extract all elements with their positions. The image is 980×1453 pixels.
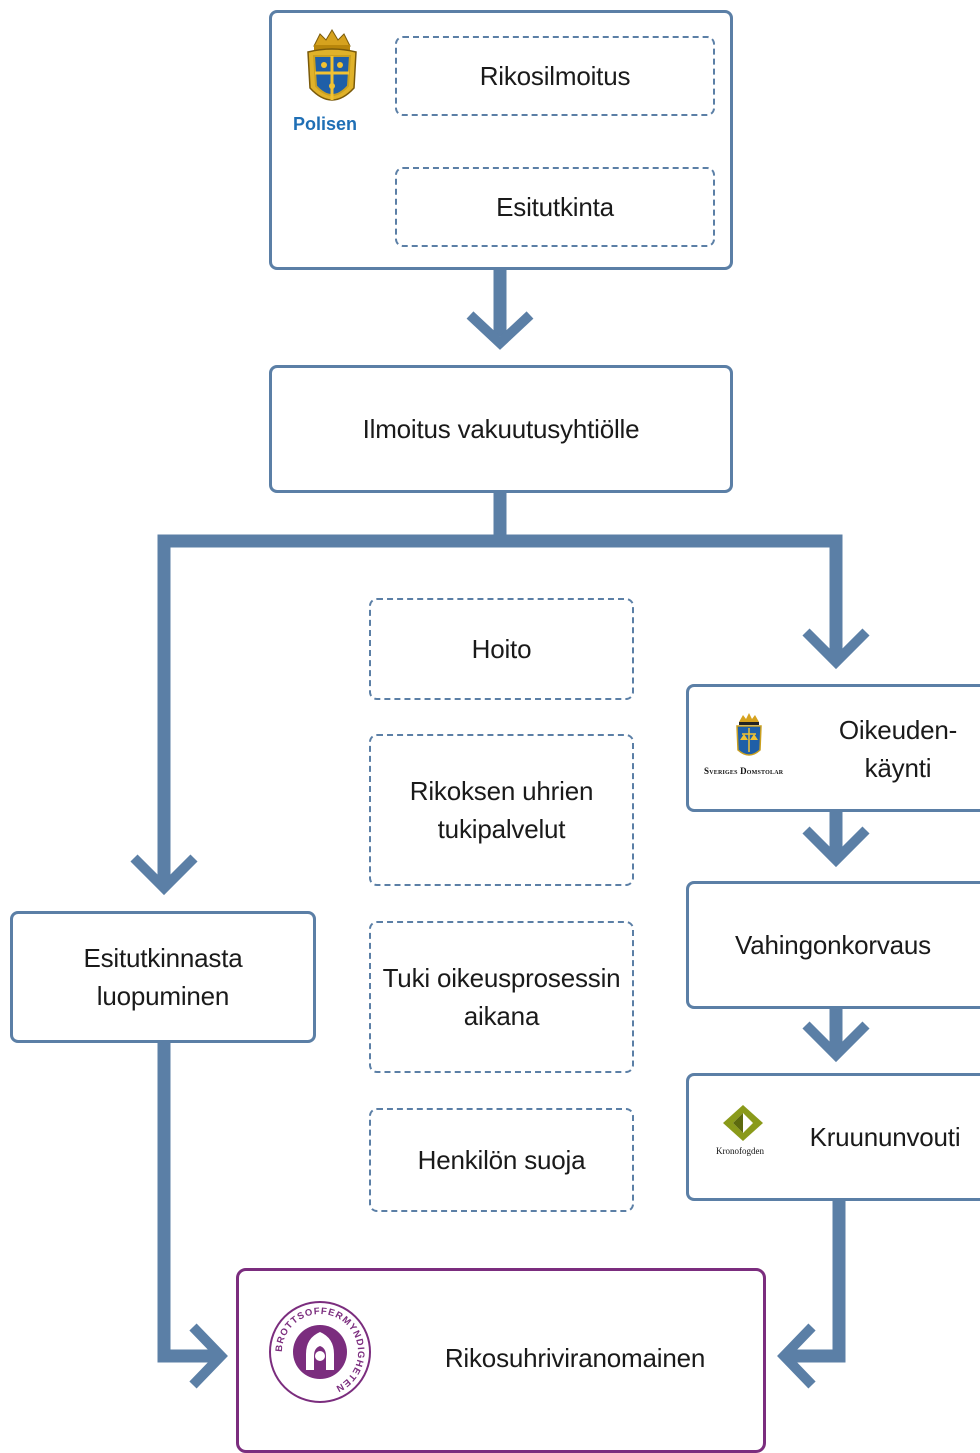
victim-services-label: Rikoksen uhrien tukipalvelut <box>409 776 594 844</box>
protection-box <box>369 1108 634 1212</box>
damages-box <box>686 881 980 1009</box>
protection-label: Henkilön suoja <box>417 1145 586 1175</box>
connector-dropped-victim <box>157 1042 215 1363</box>
insurance-label: Ilmoitus vakuutusyhtiölle <box>362 414 640 444</box>
connector-split-branches <box>157 534 843 881</box>
arrow-to-victim-right <box>777 1323 816 1389</box>
arrow-to-bailiff <box>802 1021 870 1063</box>
arrow-to-damages <box>802 826 870 868</box>
police-logo-text: Polisen <box>293 114 358 134</box>
bailiff-box <box>686 1073 980 1201</box>
arrow-to-insurance <box>466 311 534 350</box>
investigation-box <box>395 167 715 247</box>
court-crest-icon <box>736 713 762 756</box>
connector-bailiff-victim <box>790 1200 846 1363</box>
care-label: Hoito <box>471 634 532 664</box>
legal-support-label: Tuki oikeusprosessin aikana <box>382 963 621 1031</box>
court-label: Oikeuden- käynti <box>838 715 958 783</box>
victim-authority-logo-icon: BROTTSOFFERMYNDIGHETEN <box>269 1301 371 1403</box>
arrow-to-court <box>802 628 870 670</box>
victim-authority-label: Rikosuhriviranomainen <box>444 1343 706 1373</box>
court-logo-text: Sveriges Domstolar <box>704 766 784 776</box>
damages-label: Vahingonkorvaus <box>735 930 931 960</box>
report-box <box>395 36 715 116</box>
legal-support-box <box>369 921 634 1073</box>
report-label: Rikosilmoitus <box>479 61 631 91</box>
bailiff-label: Kruununvouti <box>809 1122 961 1152</box>
police-crest-icon <box>307 29 357 101</box>
investigation-label: Esitutkinta <box>496 192 614 222</box>
arrow-to-victim-left <box>189 1323 228 1389</box>
victim-services-box <box>369 734 634 886</box>
dropped-box <box>10 911 316 1043</box>
insurance-box <box>269 365 733 493</box>
care-box <box>369 598 634 700</box>
dropped-label: Esitutkinnasta luopuminen <box>83 943 243 1011</box>
kronofogden-logo-icon <box>723 1105 763 1141</box>
arrow-to-dropped <box>130 854 198 896</box>
court-box <box>686 684 980 812</box>
kronofogden-logo-text: Kronofogden <box>716 1146 764 1156</box>
